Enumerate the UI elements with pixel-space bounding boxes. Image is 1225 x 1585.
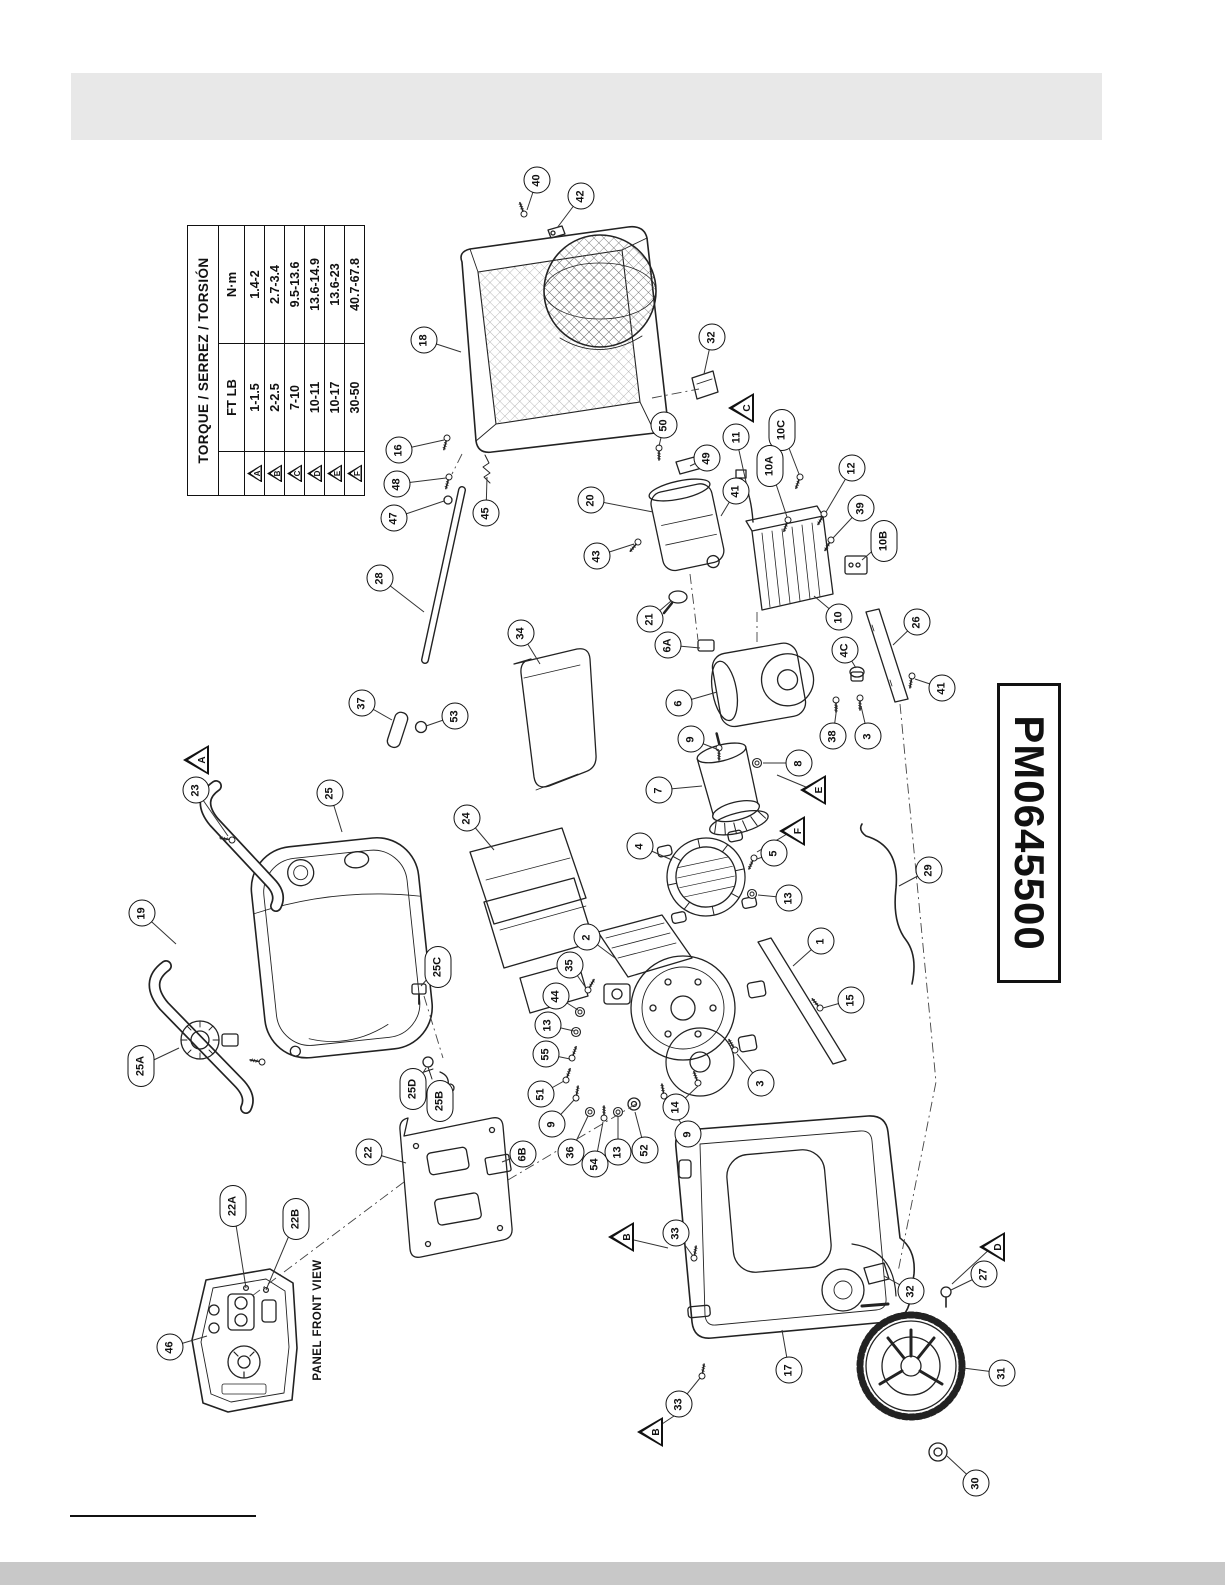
torque-table-title: TORQUE / SERREZ / TORSIÓN — [187, 225, 219, 496]
torque-nm-a: 1.4-2 — [244, 225, 265, 344]
footer-rule — [70, 1515, 256, 1517]
page-footer-bar — [0, 1562, 1225, 1585]
handle-rod — [421, 486, 466, 664]
torque-row-c: C 7-10 9.5-13.6 — [284, 225, 305, 496]
alternator-hardware — [697, 639, 865, 713]
spacer-tube — [386, 711, 409, 749]
torque-row-d: D 10-11 13.6-14.9 — [304, 225, 325, 496]
torque-mark-b-icon: B — [267, 465, 282, 483]
torque-nm-d: 13.6-14.9 — [304, 225, 325, 344]
torque-mark-d-icon: D — [307, 465, 322, 483]
torque-ftlb-f: 30-50 — [344, 343, 365, 452]
engine — [597, 914, 736, 1097]
cap-53 — [414, 720, 428, 734]
fastener-cluster — [561, 977, 740, 1122]
torque-table-wrap: TORQUE / SERREZ / TORSIÓN FT LB N·m A 1-… — [187, 224, 365, 496]
torque-nm-c: 9.5-13.6 — [284, 225, 305, 344]
torque-nm-f: 40.7-67.8 — [344, 225, 365, 344]
torque-row-a: A 1-1.5 1.4-2 — [244, 225, 265, 496]
mounting-rail-top — [865, 608, 917, 703]
fuel-cap — [180, 1020, 239, 1060]
frame-assembly — [460, 225, 669, 454]
torque-ftlb-d: 10-11 — [304, 343, 325, 452]
ground-wire — [859, 823, 915, 985]
torque-mark-c-icon: C — [287, 465, 302, 483]
torque-nm-b: 2.7-3.4 — [264, 225, 285, 344]
torque-ftlb-a: 1-1.5 — [244, 343, 265, 452]
torque-table-corner — [218, 451, 245, 496]
torque-ftlb-c: 7-10 — [284, 343, 305, 452]
fan-housing — [656, 829, 758, 924]
page-header-bar — [71, 73, 1102, 140]
control-panel-front — [191, 1268, 298, 1413]
torque-mark-a-icon: A — [247, 465, 262, 483]
model-number-box: PM0645500 — [997, 683, 1061, 983]
muffler — [648, 478, 725, 572]
torque-mark-e-icon: E — [327, 465, 342, 483]
torque-row-f: F 30-50 40.7-67.8 — [344, 225, 365, 496]
torque-col-nm: N·m — [218, 225, 245, 344]
torque-table: TORQUE / SERREZ / TORSIÓN FT LB N·m A 1-… — [187, 224, 365, 496]
torque-col-ftlb: FT LB — [218, 343, 245, 452]
torque-row-b: B 2-2.5 2.7-3.4 — [264, 225, 285, 496]
torque-nm-e: 13.6-23 — [324, 225, 345, 344]
model-number: PM0645500 — [1006, 715, 1054, 951]
handle-lower — [148, 960, 267, 1114]
torque-ftlb-b: 2-2.5 — [264, 343, 285, 452]
torque-row-e: E 10-17 13.6-23 — [324, 225, 345, 496]
hub-cap — [928, 1442, 948, 1462]
side-panel — [513, 648, 597, 791]
wheel — [856, 1311, 966, 1421]
panel-front-view-label: PANEL FRONT VIEW — [312, 1259, 324, 1381]
torque-mark-f-icon: F — [347, 465, 362, 483]
panel-bracket — [399, 1117, 513, 1258]
mounting-rail-bottom — [737, 937, 847, 1065]
torque-ftlb-e: 10-17 — [324, 343, 345, 452]
